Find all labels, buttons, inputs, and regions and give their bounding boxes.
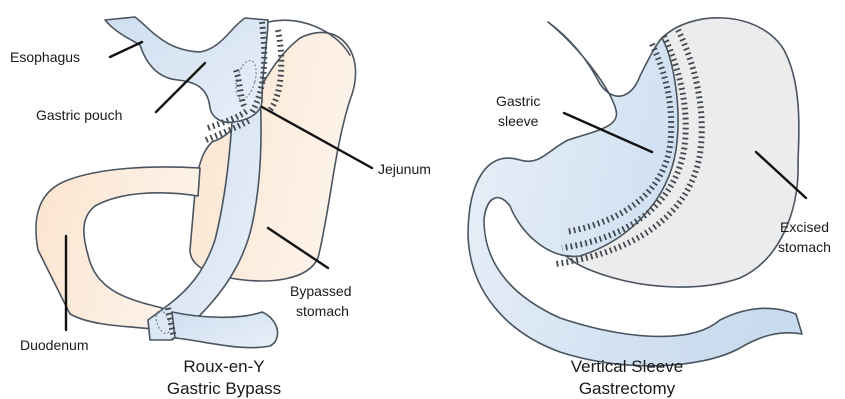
gastric-pouch-label: Gastric pouch (36, 107, 122, 123)
sleeve-gastrectomy-title-line2: Gastrectomy (579, 379, 676, 398)
gastric-sleeve-label-line1: Gastric (496, 93, 540, 109)
sleeve-gastrectomy-diagram: Gastric sleeve Excised stomach Vertical … (468, 18, 831, 398)
bypassed-stomach-label-line2: stomach (296, 303, 349, 319)
bypassed-stomach-label-line1: Bypassed (290, 283, 351, 299)
sleeve-gastrectomy-title-line1: Vertical Sleeve (571, 357, 683, 376)
gastric-pouch-shape (105, 17, 268, 122)
common-channel (172, 312, 278, 348)
gastric-sleeve-label-line2: sleeve (498, 113, 539, 129)
roux-en-y-title-line1: Roux-en-Y (183, 357, 264, 376)
excised-stomach-label-line1: Excised (780, 219, 829, 235)
duodenum-label: Duodenum (20, 337, 89, 353)
excised-stomach-label-line2: stomach (778, 239, 831, 255)
jejunum-label: Jejunum (378, 161, 431, 177)
roux-en-y-title-line2: Gastric Bypass (167, 379, 281, 398)
roux-en-y-diagram: Esophagus Gastric pouch Jejunum Bypassed… (10, 17, 431, 398)
esophagus-label: Esophagus (10, 49, 80, 65)
esophagus-leader (110, 42, 142, 57)
